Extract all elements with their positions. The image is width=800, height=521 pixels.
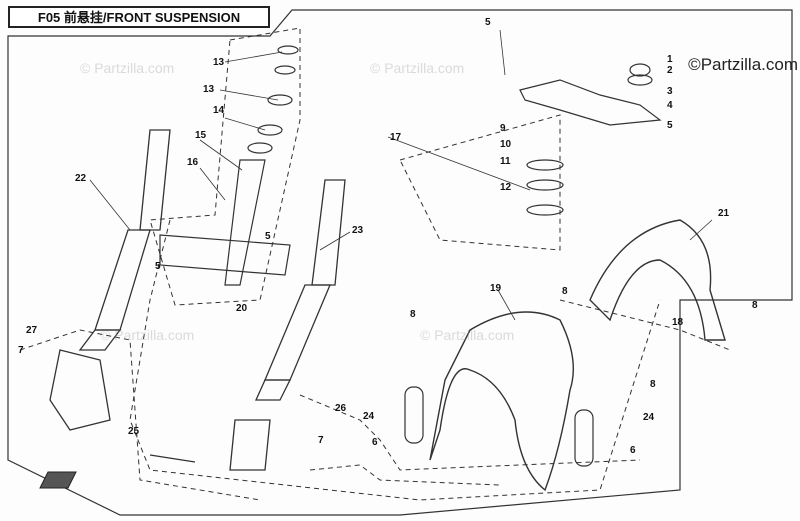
reflectors	[404, 386, 594, 467]
callout-8: 8	[650, 379, 656, 390]
callout-6: 6	[372, 437, 378, 448]
callout-4: 4	[667, 100, 673, 111]
callout-20: 20	[236, 303, 248, 314]
callout-1: 1	[667, 54, 673, 65]
watermark: © Partzilla.com	[80, 60, 175, 76]
callout-7: 7	[318, 435, 324, 446]
callout-25: 25	[128, 426, 140, 437]
watermark: © Partzilla.com	[100, 327, 195, 343]
bearing-stack	[526, 159, 564, 216]
callout-18: 18	[672, 317, 684, 328]
callout-12: 12	[500, 182, 512, 193]
front-arrow-icon	[39, 471, 77, 489]
callout-22: 22	[75, 173, 87, 184]
callout-9: 9	[500, 123, 506, 134]
lead-lines	[89, 29, 713, 321]
callout-11: 11	[500, 156, 511, 167]
assembly-guides	[19, 27, 731, 501]
callout-27: 27	[26, 325, 38, 336]
axle-bolt	[149, 454, 196, 463]
mud-guard	[589, 219, 726, 341]
callout-7: 7	[18, 345, 24, 356]
callout-13: 13	[213, 57, 225, 68]
callout-10: 10	[500, 139, 512, 150]
callout-23: 23	[352, 225, 364, 236]
front-fender	[429, 311, 575, 492]
callout-14: 14	[213, 105, 225, 116]
callout-15: 15	[195, 130, 207, 141]
callout-16: 16	[187, 157, 199, 168]
callout-3: 3	[667, 86, 673, 97]
right-fork-leg	[229, 179, 346, 471]
callout-8: 8	[410, 309, 416, 320]
callout-19: 19	[490, 283, 502, 294]
watermark: © Partzilla.com	[420, 327, 515, 343]
outer-frame	[7, 9, 793, 516]
callout-21: 21	[718, 208, 730, 219]
callout-26: 26	[335, 403, 347, 414]
callout-8: 8	[752, 300, 758, 311]
callout-5: 5	[667, 120, 673, 131]
callout-5: 5	[155, 261, 161, 272]
top-bridge	[519, 63, 662, 126]
diagram-title: F05 前悬挂/FRONT SUSPENSION	[37, 10, 241, 25]
callout-2: 2	[667, 65, 673, 76]
brand-watermark: ©Partzilla.com	[688, 55, 798, 74]
diagram-title-box: F05 前悬挂/FRONT SUSPENSION	[8, 6, 270, 28]
callout-24: 24	[363, 411, 375, 422]
callout-13: 13	[203, 84, 215, 95]
callout-5: 5	[265, 231, 271, 242]
callout-5: 5	[485, 17, 491, 28]
callout-24: 24	[643, 412, 655, 423]
callout-17: 17	[390, 132, 402, 143]
callout-6: 6	[630, 445, 636, 456]
watermark: © Partzilla.com	[370, 60, 465, 76]
left-fork-leg	[49, 129, 171, 431]
callout-8: 8	[562, 286, 568, 297]
steering-stem	[159, 45, 299, 286]
